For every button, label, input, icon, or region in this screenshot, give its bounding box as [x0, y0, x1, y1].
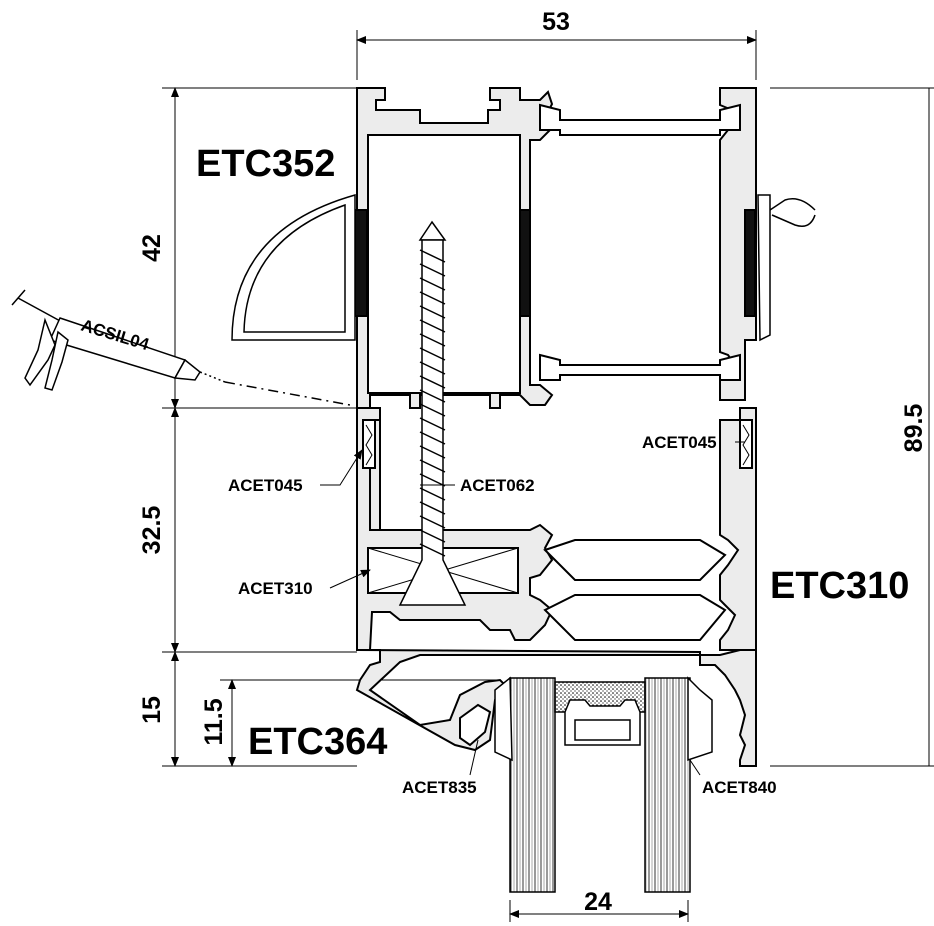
profile-etc352	[354, 87, 757, 409]
gasket-right-label: ACET045	[642, 433, 717, 452]
sealant-gun-icon	[11, 289, 351, 406]
glazing-left-label: ACET835	[402, 778, 477, 797]
sealant-pad	[231, 194, 356, 341]
dimension-lines	[162, 30, 934, 922]
dim-lower-small-height: 11.5	[200, 698, 228, 745]
profile-label-middle: ETC310	[770, 565, 909, 607]
dim-top-width: 53	[542, 8, 570, 36]
clip-right	[757, 194, 816, 342]
labels: 53 42 89.5 32.5 15 11.5 24 ETC352 ETC310…	[79, 8, 928, 916]
dim-lower-height: 15	[138, 696, 166, 724]
dim-upper-height: 42	[138, 234, 166, 262]
glazing-wedges	[494, 676, 713, 762]
block-label: ACET310	[238, 579, 313, 598]
glass-panes	[509, 677, 691, 893]
screw	[398, 220, 467, 606]
screw-label: ACET062	[460, 476, 535, 495]
gasket-left-label: ACET045	[228, 476, 303, 495]
leader-lines	[320, 441, 745, 776]
dim-total-height: 89.5	[900, 404, 928, 453]
dim-glass-width: 24	[584, 888, 612, 916]
glazing-right-label: ACET840	[702, 778, 777, 797]
profile-label-lower: ETC364	[248, 721, 387, 763]
profile-label-upper: ETC352	[196, 143, 335, 185]
profile-etc364	[355, 649, 757, 767]
dim-middle-height: 32.5	[138, 506, 166, 555]
